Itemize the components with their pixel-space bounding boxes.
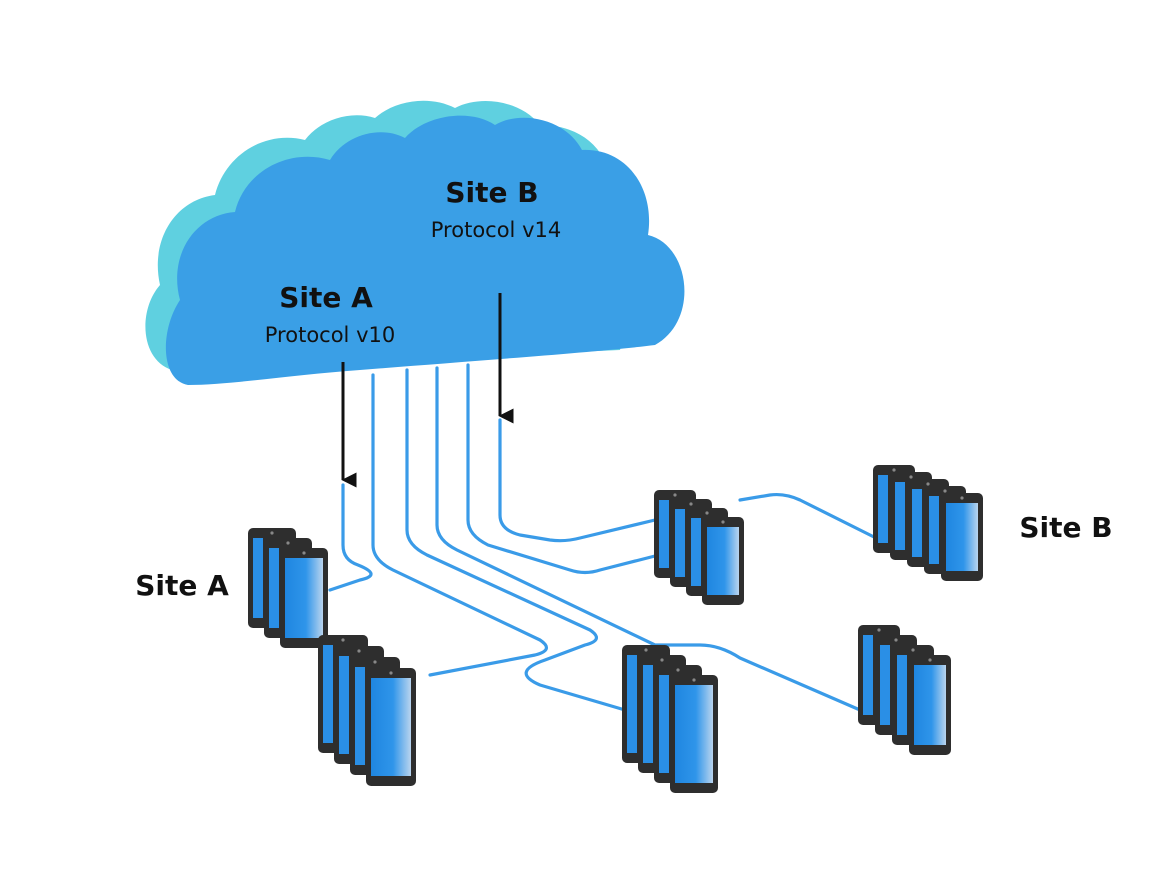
tablet-device <box>670 675 718 793</box>
tablet-camera-icon <box>673 493 677 497</box>
bottom-center-group <box>622 645 718 793</box>
tablet-camera-icon <box>341 638 345 642</box>
tablet-device <box>909 655 951 755</box>
tablet-device <box>366 668 416 786</box>
tablet-screen <box>914 665 946 745</box>
tablet-device <box>280 548 328 648</box>
tablet-screen <box>355 667 365 765</box>
tablet-screen <box>269 548 279 628</box>
tablet-camera-icon <box>928 658 932 662</box>
tablet-screen <box>929 496 939 564</box>
tablet-camera-icon <box>644 648 648 652</box>
cloud-site-b-protocol: Protocol v14 <box>431 218 561 242</box>
tablet-screen <box>643 665 653 763</box>
tablet-camera-icon <box>926 482 930 486</box>
tablet-screen <box>339 656 349 754</box>
tablet-screen <box>878 475 888 543</box>
bottom-left-group <box>318 635 416 786</box>
tablet-screen <box>371 678 411 776</box>
tablet-camera-icon <box>676 668 680 672</box>
tablet-camera-icon <box>943 489 947 493</box>
mid-right-group <box>654 490 744 605</box>
tablet-screen <box>253 538 263 618</box>
tablet-screen <box>285 558 323 638</box>
tablet-camera-icon <box>286 541 290 545</box>
cable-bottom-left <box>371 373 548 677</box>
tablet-camera-icon <box>960 496 964 500</box>
cable-site-a <box>328 483 373 592</box>
tablet-screen <box>912 489 922 557</box>
tablet-camera-icon <box>877 628 881 632</box>
tablet-camera-icon <box>894 638 898 642</box>
tablet-screen <box>691 518 701 586</box>
cloud-site-b-title: Site B <box>445 176 538 209</box>
cable-mid-right-lower <box>466 363 657 575</box>
bottom-right-group <box>858 625 951 755</box>
cable-mid-to-site-b <box>738 492 882 542</box>
tablet-camera-icon <box>660 658 664 662</box>
tablet-screen <box>880 645 890 725</box>
cloud-front-shape <box>165 115 685 385</box>
tablet-screen <box>707 527 739 595</box>
tablet-screen <box>323 645 333 743</box>
tablet-camera-icon <box>302 551 306 555</box>
tablet-camera-icon <box>689 502 693 506</box>
tablet-screen <box>946 503 978 571</box>
side-label-site-a: Site A <box>135 569 229 602</box>
cable-mid-right-upper <box>498 418 657 543</box>
tablet-camera-icon <box>705 511 709 515</box>
tablet-device <box>941 493 983 581</box>
tablet-screen <box>675 685 713 783</box>
tablet-device <box>702 517 744 605</box>
cloud-site-a-protocol: Protocol v10 <box>265 323 395 347</box>
tablet-screen <box>863 635 873 715</box>
tablet-camera-icon <box>373 660 377 664</box>
cloud-site-a-title: Site A <box>279 281 373 314</box>
tablet-camera-icon <box>721 520 725 524</box>
tablet-camera-icon <box>270 531 274 535</box>
tablet-camera-icon <box>911 648 915 652</box>
side-label-site-b: Site B <box>1019 511 1112 544</box>
device-groups <box>248 465 983 793</box>
cables <box>328 363 882 712</box>
tablet-screen <box>897 655 907 735</box>
tablet-screen <box>659 675 669 773</box>
tablet-camera-icon <box>692 678 696 682</box>
tablet-camera-icon <box>892 468 896 472</box>
tablet-camera-icon <box>909 475 913 479</box>
site-a-group <box>248 528 328 648</box>
cable-bottom-center <box>405 368 627 712</box>
tablet-camera-icon <box>357 649 361 653</box>
tablet-screen <box>675 509 685 577</box>
site-b-group <box>873 465 983 581</box>
tablet-screen <box>627 655 637 753</box>
tablet-camera-icon <box>389 671 393 675</box>
tablet-screen <box>895 482 905 550</box>
tablet-screen <box>659 500 669 568</box>
